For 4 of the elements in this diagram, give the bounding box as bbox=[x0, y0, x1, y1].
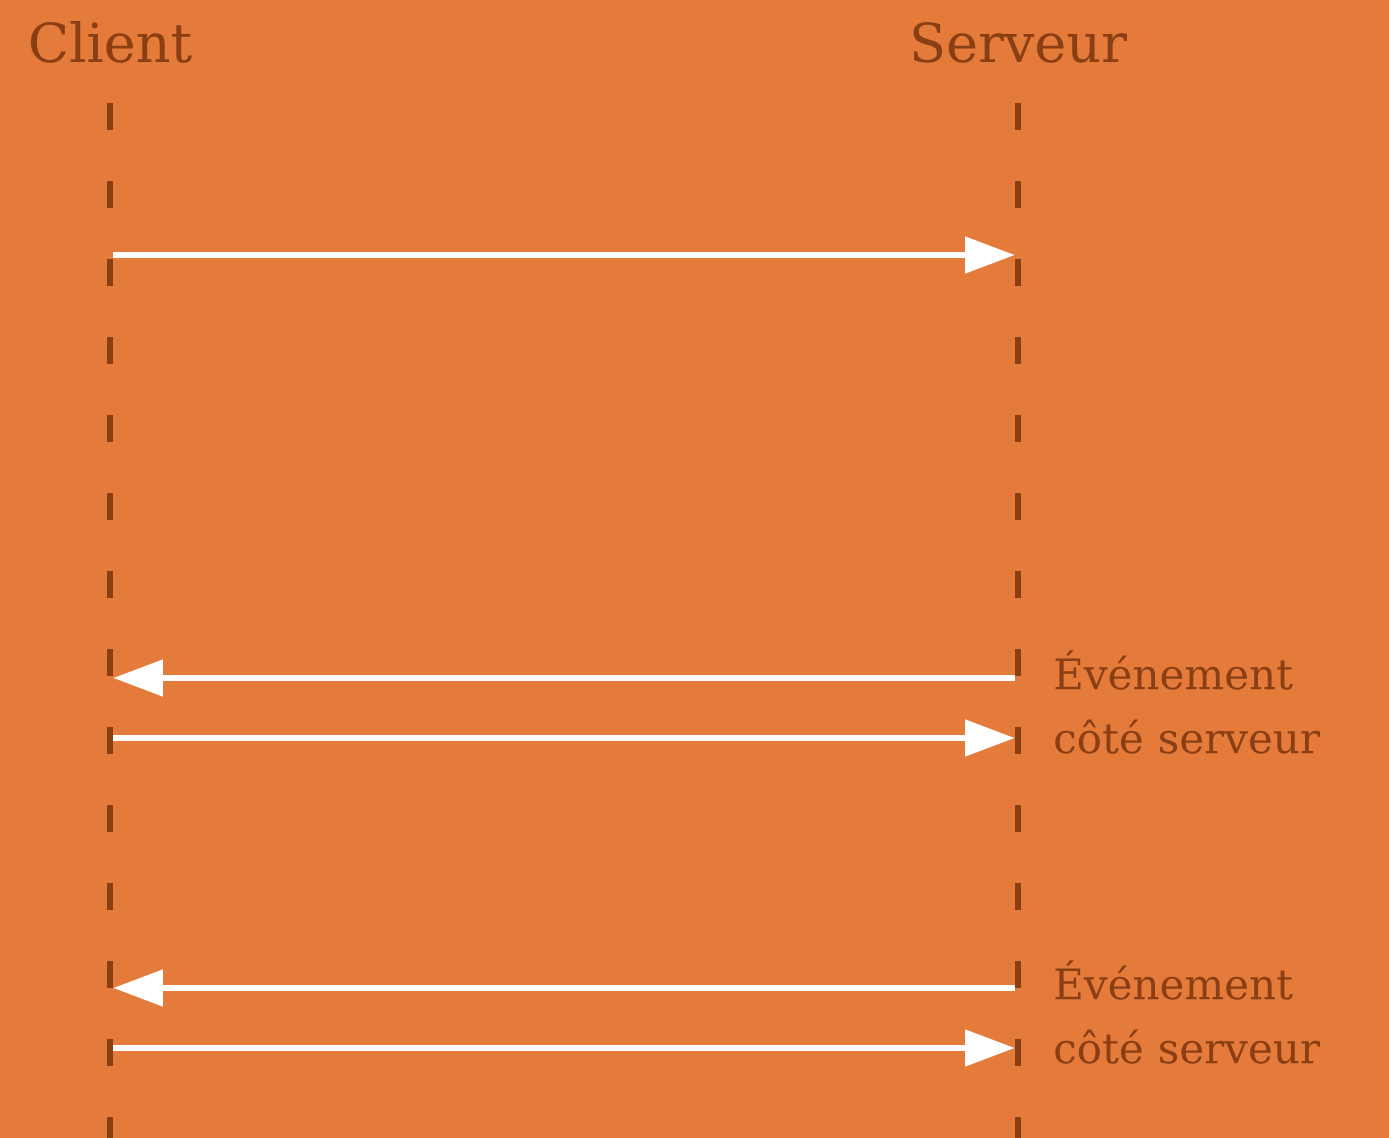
lifeline-heading: Serveur bbox=[913, 21, 1127, 63]
lifeline-heading: Client bbox=[30, 20, 192, 63]
event-note: Événement côté serveur bbox=[1055, 650, 1320, 754]
event-note: Événement côté serveur bbox=[1055, 960, 1320, 1064]
